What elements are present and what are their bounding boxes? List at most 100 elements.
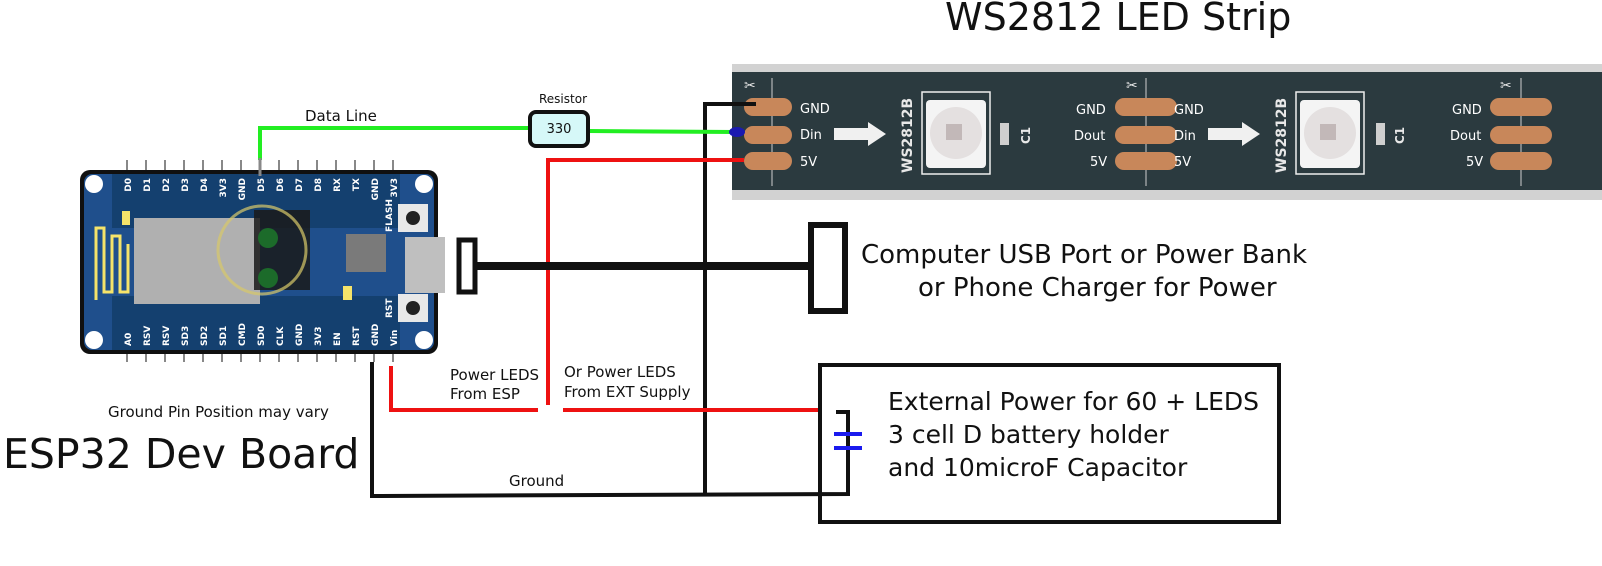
led-strip: ✂ ✂ ✂ GND Din 5V WS2812B C1 GND Dout 5V … — [732, 64, 1602, 200]
pad-label: Dout — [1450, 129, 1481, 144]
bottom-pin-label: A0 — [124, 333, 134, 346]
led-chip — [921, 91, 991, 175]
pin-header-strip — [112, 296, 400, 350]
data-line-label: Data Line — [305, 107, 377, 125]
pad-label: GND — [1076, 103, 1106, 118]
board-title: ESP32 Dev Board — [3, 430, 359, 478]
power-ext-label: Or Power LEDS — [564, 363, 676, 381]
top-pin-label: D2 — [162, 178, 172, 192]
bottom-pin-label: SD1 — [219, 326, 229, 346]
mounting-hole — [85, 175, 103, 193]
top-pin-label: RX — [333, 178, 343, 192]
led-indicator — [122, 211, 130, 225]
data-wire — [587, 129, 736, 134]
usb-cable — [456, 222, 848, 314]
pad-label: Din — [800, 128, 822, 143]
top-pin-label: D6 — [276, 178, 286, 192]
bottom-pin-label: RSV — [162, 326, 172, 346]
flash-button[interactable] — [398, 204, 428, 232]
resistor-label: Resistor — [539, 92, 587, 106]
reset-button[interactable] — [398, 294, 428, 322]
power-esp-label: Power LEDS — [450, 366, 539, 384]
capacitor-icon — [834, 412, 862, 494]
bottom-pin-label: 3V3 — [314, 327, 324, 347]
power-ext-label-2: From EXT Supply — [564, 383, 691, 401]
strip-title: WS2812 LED Strip — [945, 0, 1291, 39]
top-pin-label: D8 — [314, 178, 324, 192]
bottom-pin-label: RSV — [143, 326, 153, 346]
bottom-pin-label: Vin — [390, 330, 400, 346]
resistor-value: 330 — [547, 122, 572, 137]
pad-label: 5V — [1466, 155, 1483, 170]
strip-ground-wire — [703, 102, 756, 494]
top-pin-label: 3V3 — [390, 178, 400, 198]
scissors-icon: ✂ — [744, 78, 756, 94]
bottom-pin-label: EN — [333, 332, 343, 346]
bottom-pin-label: SD3 — [181, 326, 191, 346]
din-connector — [729, 127, 745, 137]
mounting-hole — [415, 175, 433, 193]
external-line1: External Power for 60 + LEDS — [888, 387, 1259, 416]
data-wire — [258, 126, 532, 160]
scissors-icon: ✂ — [1126, 78, 1138, 94]
pads-mid: GND Dout 5V GND Din 5V — [1074, 98, 1204, 170]
regulator-chip — [346, 234, 386, 272]
pad-label: GND — [1174, 103, 1204, 118]
pad-label: 5V — [800, 155, 817, 170]
ground-note: Ground Pin Position may vary — [108, 403, 329, 421]
antenna-icon — [94, 226, 130, 300]
top-pin-label: GND — [238, 178, 248, 200]
bottom-pin-label: CMD — [238, 323, 248, 346]
led-indicator — [343, 286, 352, 300]
usb-plug-small — [456, 237, 478, 295]
arrow-icon — [834, 122, 886, 146]
external-power-box: External Power for 60 + LEDS 3 cell D ba… — [818, 363, 1281, 524]
top-pin-label: D4 — [200, 178, 210, 192]
top-pin-label: GND — [371, 178, 381, 200]
capacitor-pad — [1000, 123, 1009, 145]
chip-label: WS2812B — [1274, 98, 1290, 173]
scissors-icon: ✂ — [1500, 78, 1512, 94]
bottom-pin-label: SD2 — [200, 326, 210, 346]
led-chip — [1295, 91, 1365, 175]
bottom-pin-label: GND — [371, 324, 381, 346]
pad-label: Din — [1174, 129, 1196, 144]
micro-usb-port — [405, 237, 445, 293]
pad-label: 5V — [1090, 155, 1107, 170]
pad-label: Dout — [1074, 129, 1105, 144]
chip-label: WS2812B — [900, 98, 916, 173]
pads-right: GND Dout 5V — [1450, 98, 1552, 170]
power-wires — [389, 158, 822, 412]
cap-label: C1 — [1393, 127, 1407, 144]
usb-caption-line2: or Phone Charger for Power — [918, 273, 1277, 303]
power-wire-esp — [389, 366, 538, 412]
external-line3: and 10microF Capacitor — [888, 453, 1188, 482]
resistor: 330 Resistor — [528, 92, 590, 148]
top-pin-label: TX — [352, 178, 362, 191]
wifi-module — [134, 218, 260, 304]
top-pin-label: D1 — [143, 178, 153, 192]
bottom-pin-label: CLK — [276, 326, 286, 346]
pad-label: 5V — [1174, 155, 1191, 170]
usb-cable-line — [475, 262, 811, 270]
pad-label: GND — [800, 102, 830, 117]
power-esp-label-2: From ESP — [450, 385, 520, 403]
top-pin-label: D0 — [124, 178, 134, 192]
pad-label: GND — [1452, 103, 1482, 118]
flash-label: FLASH — [385, 199, 395, 232]
capacitor-pad — [1376, 123, 1385, 145]
usb-caption-line1: Computer USB Port or Power Bank — [861, 240, 1307, 270]
arrow-icon — [1208, 122, 1260, 146]
power-wire-strip — [546, 158, 744, 405]
mounting-hole — [415, 331, 433, 349]
pads-left: GND Din 5V — [744, 98, 830, 170]
mounting-hole — [85, 331, 103, 349]
external-line2: 3 cell D battery holder — [888, 420, 1170, 449]
top-pin-label: 3V3 — [219, 178, 229, 198]
bottom-pin-label: RST — [352, 326, 362, 346]
usb-plug-large — [808, 222, 848, 314]
